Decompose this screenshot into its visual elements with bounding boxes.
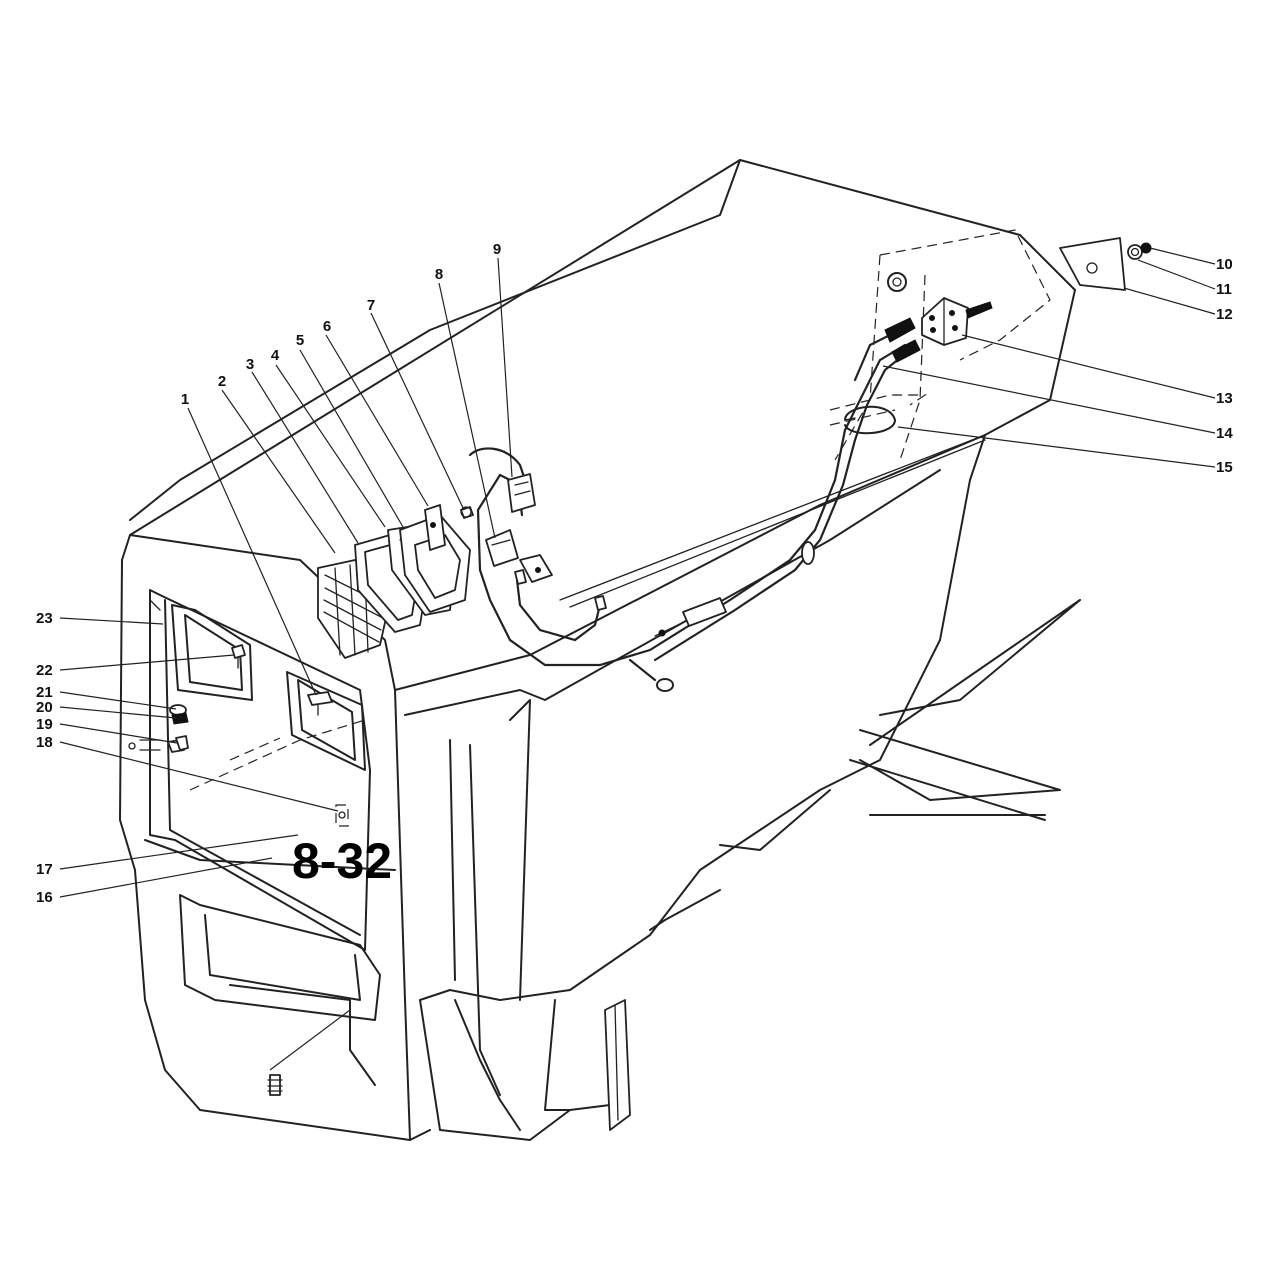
callout-19: 19 xyxy=(36,716,53,733)
callout-6: 6 xyxy=(323,318,331,335)
callout-15: 15 xyxy=(1216,459,1233,476)
callout-9: 9 xyxy=(493,241,501,258)
switch-plate-parts xyxy=(1059,237,1152,291)
callout-labels: 1 2 3 4 5 6 7 8 9 10 11 12 13 14 15 16 1… xyxy=(36,241,1233,906)
model-decal: 8-32 xyxy=(292,833,392,889)
callout-1: 1 xyxy=(181,391,189,408)
light-switch xyxy=(884,297,993,363)
callout-5: 5 xyxy=(296,332,304,349)
hood-body xyxy=(119,159,1081,1141)
callout-13: 13 xyxy=(1216,390,1233,407)
callout-4: 4 xyxy=(271,347,280,364)
callout-23: 23 xyxy=(36,610,53,627)
callout-12: 12 xyxy=(1216,306,1233,323)
callout-18: 18 xyxy=(36,734,53,751)
headlamp-assembly xyxy=(317,504,474,659)
callout-3: 3 xyxy=(246,356,254,373)
front-small-parts xyxy=(128,599,349,827)
callout-11: 11 xyxy=(1216,281,1232,298)
callout-leaders xyxy=(59,247,1216,1071)
callout-21: 21 xyxy=(36,684,53,701)
wiring-harness xyxy=(468,328,986,692)
callout-7: 7 xyxy=(367,297,375,314)
callout-17: 17 xyxy=(36,861,53,878)
callout-2: 2 xyxy=(218,373,226,390)
callout-8: 8 xyxy=(435,266,443,283)
callout-10: 10 xyxy=(1216,256,1233,273)
switch-panel xyxy=(829,229,1051,461)
callout-20: 20 xyxy=(36,699,53,716)
callout-16: 16 xyxy=(36,889,53,906)
callout-22: 22 xyxy=(36,662,53,679)
callout-14: 14 xyxy=(1216,425,1233,442)
